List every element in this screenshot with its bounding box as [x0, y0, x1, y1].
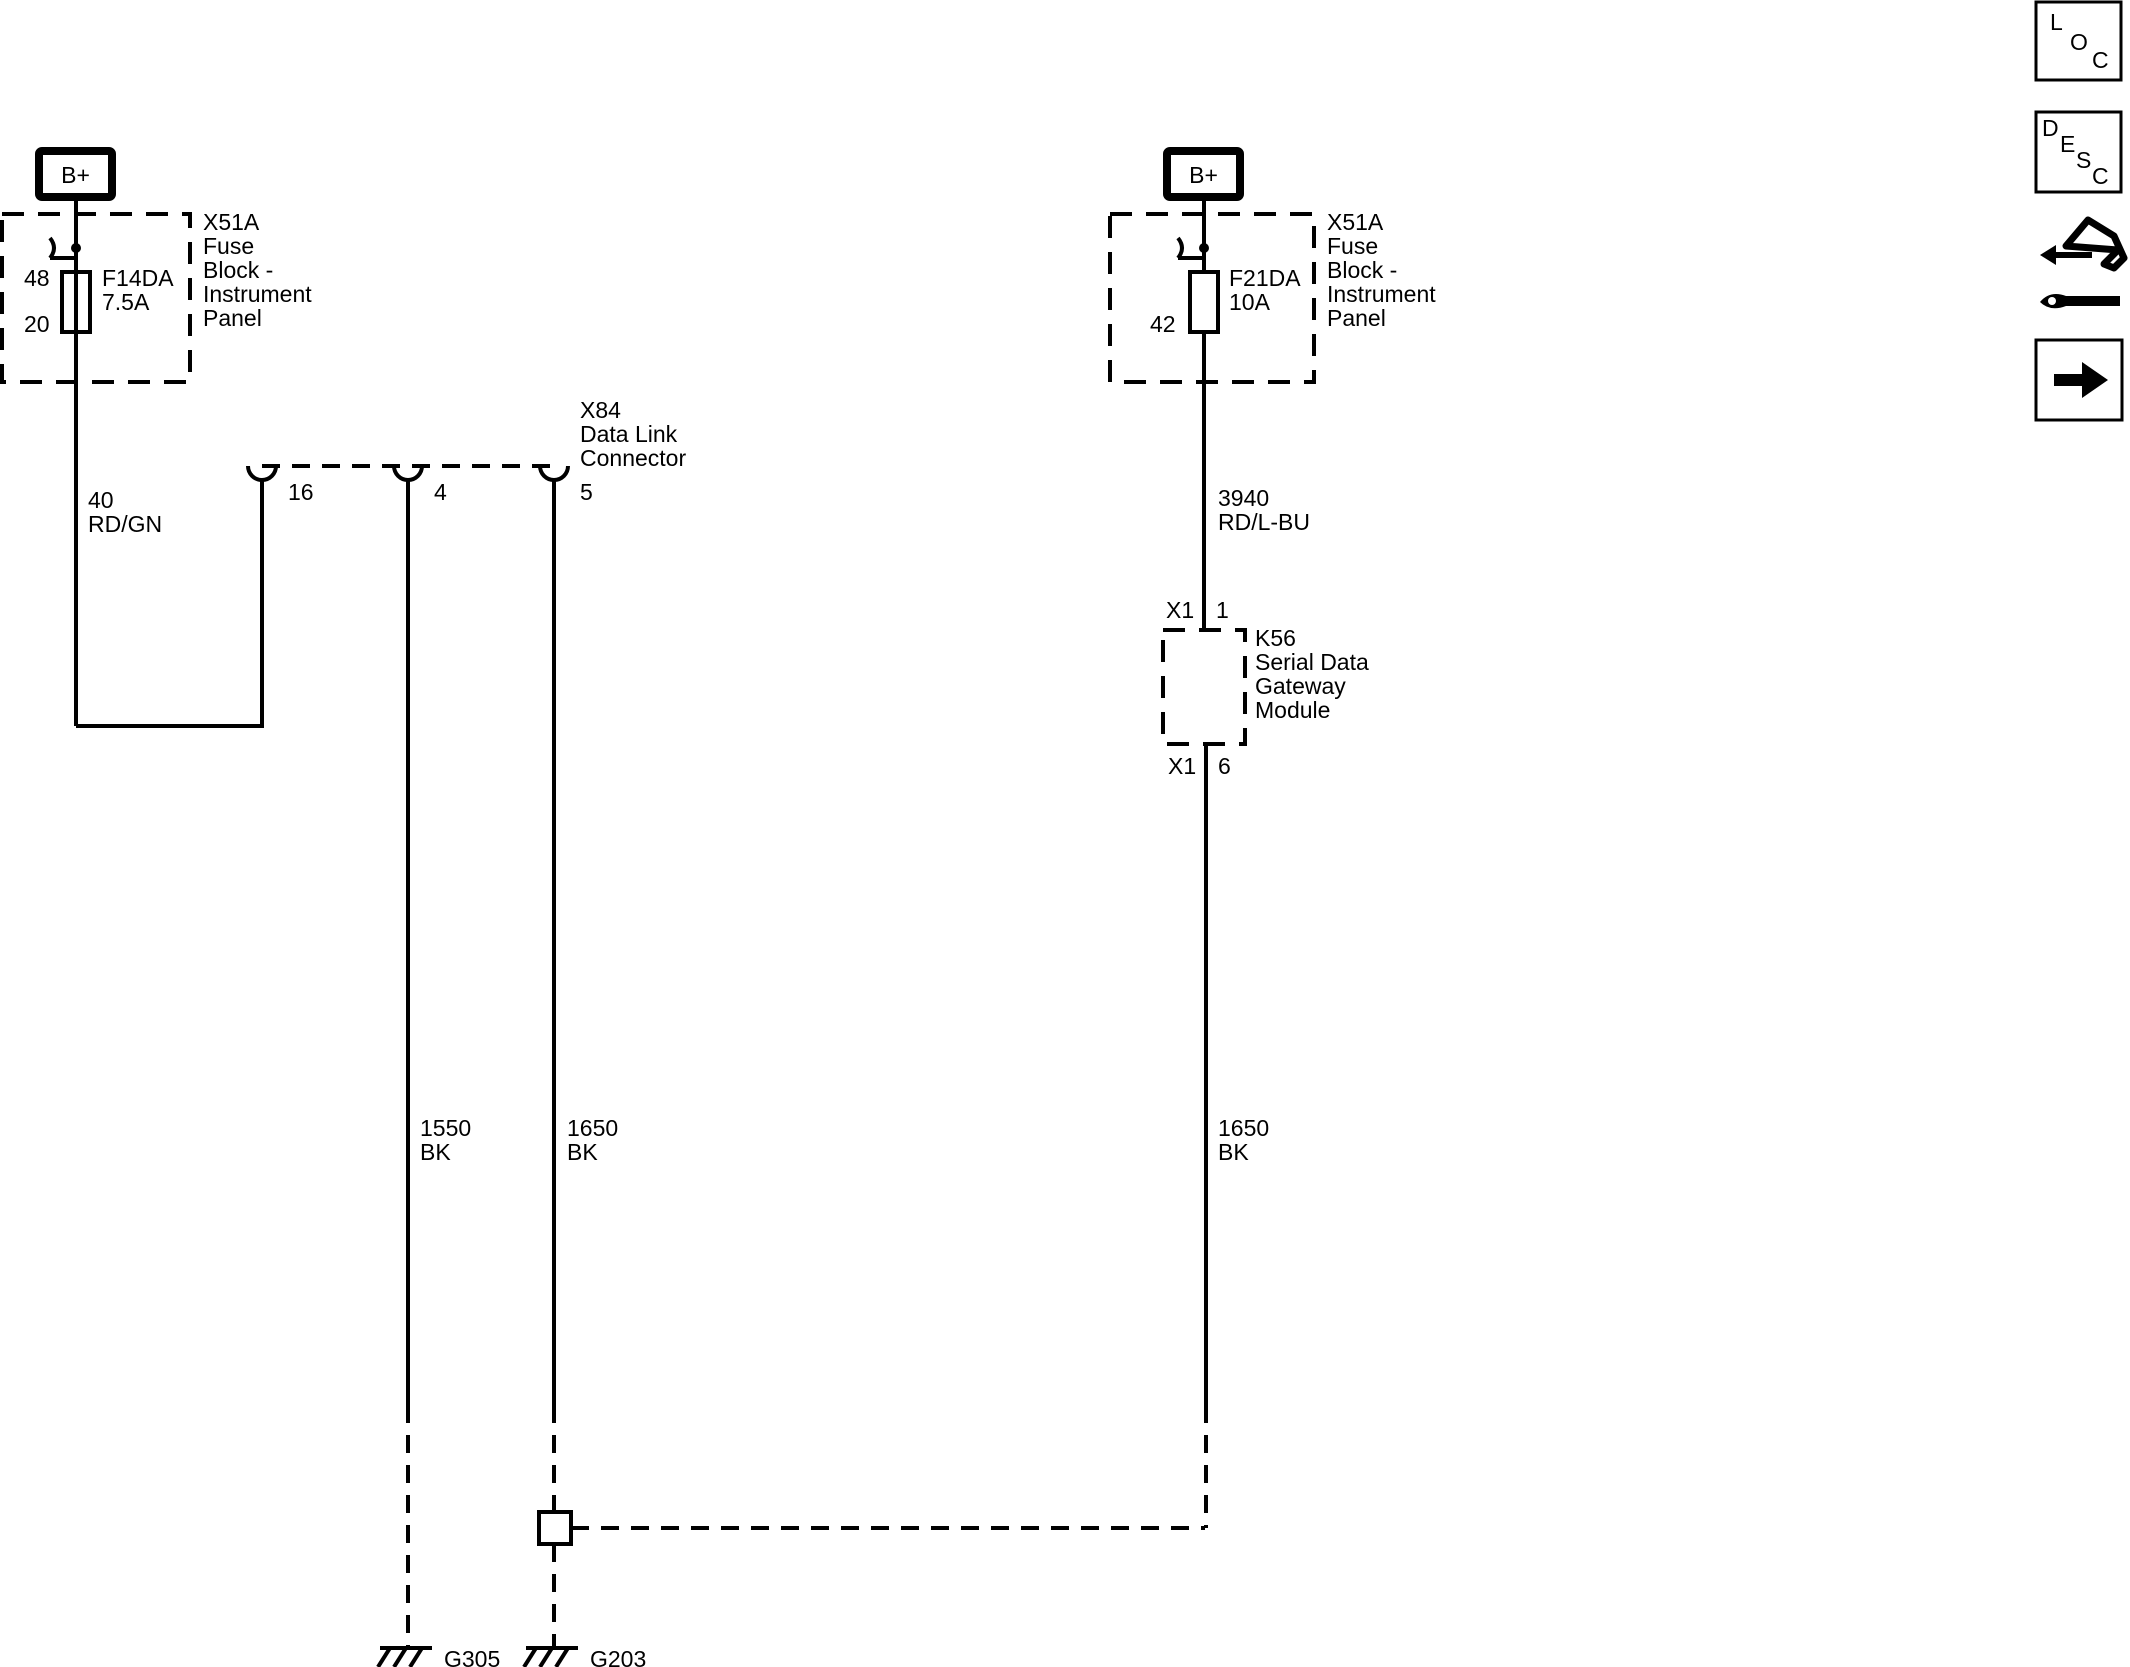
right-bplus-label: B+: [1189, 162, 1218, 188]
desc-letter-s: S: [2076, 147, 2091, 173]
next-page-button[interactable]: [2034, 338, 2124, 422]
ground-g203-label: G203: [590, 1646, 646, 1667]
desc-letter-d: D: [2042, 115, 2059, 141]
left-bplus-label: B+: [61, 162, 90, 188]
left-fuse-block-outline: [0, 212, 192, 384]
gateway-top-pin: 1: [1216, 597, 1229, 623]
ground-g305-symbol: [376, 1646, 432, 1667]
desc-button[interactable]: D E S C: [2034, 110, 2123, 194]
left-pin-in: 48: [24, 265, 50, 291]
left-loop-wire: [76, 478, 264, 728]
gateway-wire-circuit: 1650: [1218, 1115, 1269, 1141]
right-fuse-block-name-4: Panel: [1327, 305, 1386, 331]
gateway-outline: [1161, 628, 1247, 746]
dlc-name-1: Data Link: [580, 421, 678, 447]
dlc-pin-5-symbol: [538, 465, 570, 482]
ground-g305-label: G305: [444, 1646, 500, 1667]
splice-symbol: [537, 1510, 573, 1546]
ground-wire-1-circuit: 1550: [420, 1115, 471, 1141]
left-pin-out: 20: [24, 311, 50, 337]
ground-wire-1-color: BK: [420, 1139, 451, 1165]
gateway-id: K56: [1255, 625, 1296, 651]
desc-letter-c: C: [2092, 163, 2109, 189]
right-fuse-block-name-2: Block -: [1327, 257, 1397, 283]
connector-tool-icon[interactable]: [2040, 216, 2128, 309]
ground-wire-2-color: BK: [567, 1139, 598, 1165]
left-wire-circuit: 40: [88, 487, 114, 513]
dlc-pin-4: 4: [434, 479, 447, 505]
right-bplus: B+: [1163, 147, 1244, 201]
left-fuse-block-id: X51A: [203, 209, 260, 235]
right-wire-circuit: 3940: [1218, 485, 1269, 511]
left-fuse-block-name-1: Fuse: [203, 233, 254, 259]
dlc-pin-4-symbol: [392, 465, 424, 482]
gateway-top-connector: X1: [1166, 597, 1194, 623]
gateway-bottom-pin: 6: [1218, 753, 1231, 779]
ground-g203-symbol: [522, 1646, 578, 1667]
left-wire-color: RD/GN: [88, 511, 162, 537]
arrow-right-icon: [2054, 362, 2108, 398]
left-fuse-block-name-3: Instrument: [203, 281, 312, 307]
right-fuse-block-name-3: Instrument: [1327, 281, 1436, 307]
left-fuse-block-name-4: Panel: [203, 305, 262, 331]
gateway-wire-color: BK: [1218, 1139, 1249, 1165]
right-fuse-block-outline: [1108, 212, 1316, 384]
dlc-pin-16-symbol: [246, 465, 278, 482]
right-fuse-block-name-1: Fuse: [1327, 233, 1378, 259]
gateway-name-1: Serial Data: [1255, 649, 1369, 675]
right-wire-color: RD/L-BU: [1218, 509, 1310, 535]
dlc-pin-5: 5: [580, 479, 593, 505]
left-fuse-rating: 7.5A: [102, 289, 150, 315]
right-pin-out: 42: [1150, 311, 1176, 337]
right-fuse-symbol: [1188, 270, 1220, 334]
loc-letter-o: O: [2070, 29, 2088, 55]
right-fuse-rating: 10A: [1229, 289, 1271, 315]
dlc-id: X84: [580, 397, 621, 423]
gateway-name-3: Module: [1255, 697, 1330, 723]
right-fuse-block-id: X51A: [1327, 209, 1384, 235]
right-fuse-id: F21DA: [1229, 265, 1301, 291]
left-bplus: B+: [35, 147, 116, 201]
ground-wire-2-circuit: 1650: [567, 1115, 618, 1141]
loc-button[interactable]: L O C: [2034, 0, 2123, 82]
loc-letter-l: L: [2050, 9, 2063, 35]
left-fuse-id: F14DA: [102, 265, 174, 291]
desc-letter-e: E: [2060, 131, 2075, 157]
loc-letter-c: C: [2092, 47, 2109, 73]
dlc-pin-16: 16: [288, 479, 314, 505]
left-fuse-block-name-2: Block -: [203, 257, 273, 283]
dlc-name-2: Connector: [580, 445, 686, 471]
gateway-bottom-connector: X1: [1168, 753, 1196, 779]
gateway-name-2: Gateway: [1255, 673, 1346, 699]
